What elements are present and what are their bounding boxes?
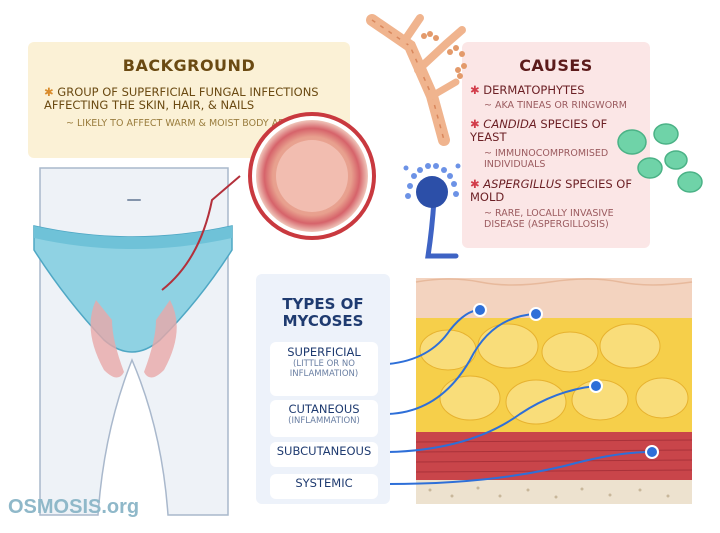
asterisk-icon: ✱ [470, 117, 480, 131]
cause-item-candida: ✱ CANDIDA SPECIES of YEAST [470, 117, 608, 144]
cause-sub-candida: ~ IMMUNOCOMPROMISED INDIVIDUALS [484, 148, 609, 170]
connector-subcutaneous [387, 385, 597, 453]
tilde-icon: ~ [484, 100, 495, 111]
cause-item-aspergillus: ✱ ASPERGILLUS SPECIES of MOLD [470, 177, 632, 204]
osmosis-logo: OSMOSIS.org [8, 496, 140, 518]
type-superficial: SUPERFICIAL (LITTLE or NO INFLAMMATION) [270, 342, 378, 396]
connector-cutaneous [387, 313, 537, 415]
causes-panel: CAUSES ✱ DERMATOPHYTES ~ aka TINEAS or R… [462, 42, 650, 248]
types-panel: TYPES of MYCOSES SUPERFICIAL (LITTLE or … [256, 274, 390, 504]
background-title: BACKGROUND [122, 56, 256, 75]
type-cutaneous: CUTANEOUS (INFLAMMATION) [270, 400, 378, 437]
types-title: TYPES of MYCOSES [282, 295, 364, 330]
hyphae-illustration [366, 14, 467, 146]
type-subcutaneous: SUBCUTANEOUS [270, 442, 378, 467]
cause-item-dermatophytes: ✱ DERMATOPHYTES [470, 83, 585, 97]
background-panel: BACKGROUND ✱ GROUP of SUPERFICIAL FUNGAL… [28, 42, 350, 158]
type-systemic: SYSTEMIC [270, 474, 378, 499]
marker-cutaneous [529, 307, 543, 321]
cause-sub-aspergillus: ~ RARE, LOCALLY INVASIVE DISEASE (ASPERG… [484, 208, 614, 230]
asterisk-icon: ✱ [470, 83, 480, 97]
aspergillus-illustration [403, 163, 461, 259]
tilde-icon: ~ [66, 118, 77, 129]
marker-subcutaneous [589, 379, 603, 393]
connector-systemic [387, 451, 653, 485]
asterisk-icon: ✱ [44, 85, 54, 99]
connector-superficial [387, 309, 481, 365]
marker-superficial [473, 303, 487, 317]
background-sub-bullet: ~ LIKELY to AFFECT WARM & MOIST BODY ARE… [66, 118, 304, 129]
cause-sub-dermatophytes: ~ aka TINEAS or RINGWORM [484, 100, 627, 111]
asterisk-icon: ✱ [470, 177, 480, 191]
magnified-rash-illustration [248, 112, 376, 240]
causes-title: CAUSES [519, 56, 593, 75]
candida-yeast-illustration [617, 123, 703, 193]
background-bullet: ✱ GROUP of SUPERFICIAL FUNGAL INFECTIONS… [44, 85, 319, 112]
tilde-icon: ~ [484, 208, 495, 219]
tilde-icon: ~ [484, 148, 495, 159]
skin-layers-illustration [415, 278, 693, 504]
body-illustration [33, 167, 241, 516]
type-connectors [387, 309, 653, 485]
marker-systemic [645, 445, 659, 459]
